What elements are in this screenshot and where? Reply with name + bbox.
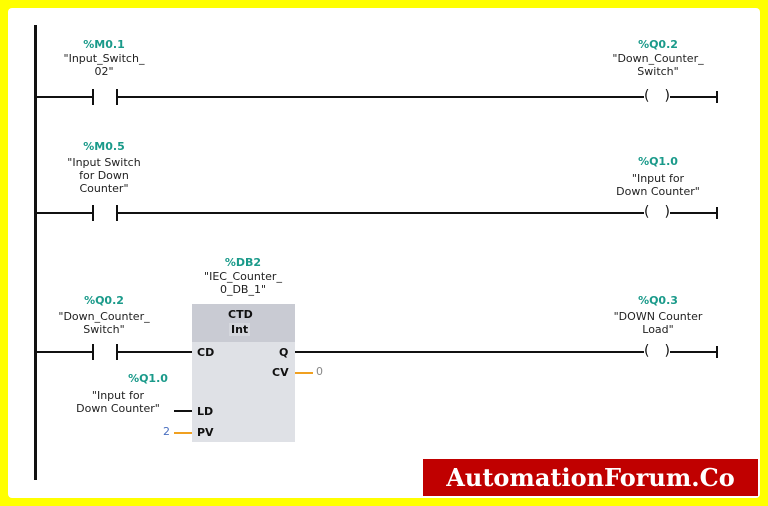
output-coil[interactable]: (): [644, 89, 670, 105]
rung-end: [716, 346, 718, 358]
pin-ld: LD: [197, 405, 214, 418]
watermark: AutomationForum.Co: [423, 459, 758, 496]
contact-address: %M0.5: [83, 140, 125, 153]
cv-wire: [295, 372, 313, 374]
contact-tag: "Input_Switch_ 02": [63, 52, 145, 78]
ld-tag: "Input for Down Counter": [76, 389, 160, 415]
pin-q: Q: [279, 346, 289, 359]
pin-pv: PV: [197, 426, 214, 439]
block-body-blank: [192, 346, 295, 356]
rung-end: [716, 91, 718, 103]
coil-left: (: [644, 343, 650, 359]
pin-cd: CD: [197, 346, 215, 359]
contact-address: %M0.1: [83, 38, 125, 51]
coil-tag: "Input for Down Counter": [616, 172, 700, 198]
coil-address: %Q0.2: [638, 38, 678, 51]
no-contact[interactable]: [92, 344, 118, 360]
rung-end: [716, 207, 718, 219]
coil-left: (: [644, 204, 650, 220]
power-rail: [34, 25, 37, 480]
no-contact[interactable]: [92, 205, 118, 221]
coil-tag: "DOWN Counter Load": [613, 310, 703, 336]
output-coil[interactable]: (): [644, 344, 670, 360]
coil-right: ): [664, 343, 670, 359]
coil-tag: "Down_Counter_ Switch": [612, 52, 704, 78]
ld-address: %Q1.0: [128, 372, 168, 385]
contact-address: %Q0.2: [84, 294, 124, 307]
block-type: CTD: [228, 308, 253, 321]
pv-wire: [174, 432, 192, 434]
coil-right: ): [664, 88, 670, 104]
rung-3-wire: [36, 351, 718, 353]
block-data-type[interactable]: Int: [229, 323, 251, 336]
cv-value: 0: [316, 365, 323, 378]
rung-2-wire: [36, 212, 718, 214]
rung-1-wire: [36, 96, 718, 98]
contact-tag: "Down_Counter_ Switch": [58, 310, 150, 336]
contact-tag: "Input Switch for Down Counter": [67, 156, 141, 195]
coil-left: (: [644, 88, 650, 104]
ld-wire: [174, 410, 192, 412]
output-coil[interactable]: (): [644, 205, 670, 221]
pv-value: 2: [163, 425, 170, 438]
coil-address: %Q1.0: [638, 155, 678, 168]
instance-db-tag: "IEC_Counter_ 0_DB_1": [204, 270, 282, 296]
ladder-editor: [8, 8, 760, 498]
coil-address: %Q0.3: [638, 294, 678, 307]
no-contact[interactable]: [92, 89, 118, 105]
instance-db-address: %DB2: [224, 256, 262, 269]
coil-right: ): [664, 204, 670, 220]
pin-cv: CV: [272, 366, 289, 379]
